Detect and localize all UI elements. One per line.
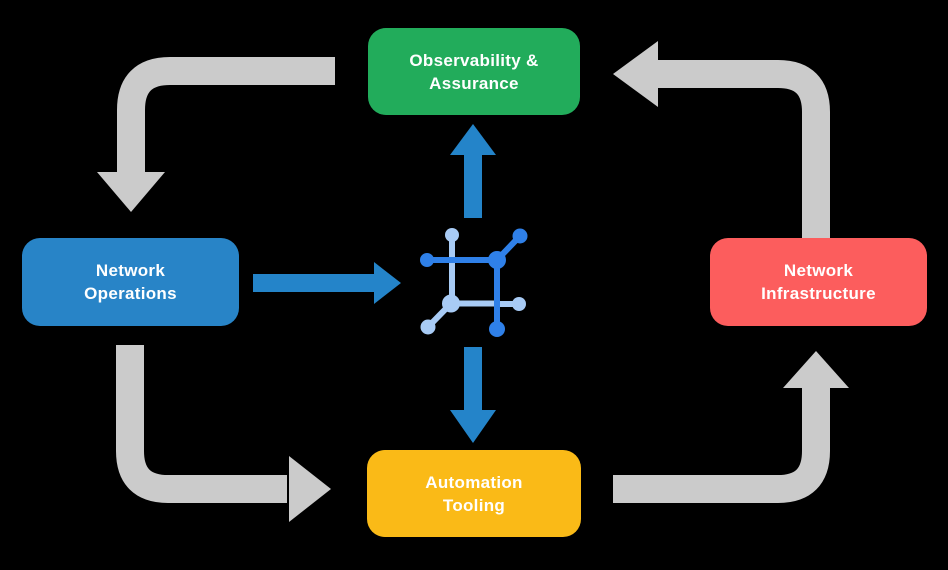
node-observability-assurance-label: Observability & Assurance <box>409 50 539 93</box>
arrow-center-to-automation <box>450 347 496 443</box>
node-network-infrastructure: Network Infrastructure <box>710 238 927 326</box>
node-automation-tooling: Automation Tooling <box>367 450 581 537</box>
node-observability-assurance: Observability & Assurance <box>368 28 580 115</box>
arrow-infrastructure-to-observability <box>613 41 830 238</box>
node-network-infrastructure-label: Network Infrastructure <box>761 261 876 303</box>
node-automation-tooling-label: Automation Tooling <box>425 472 523 515</box>
arrow-center-to-observability <box>450 124 496 218</box>
arrow-observability-to-operations <box>97 57 335 212</box>
arrow-operations-to-automation <box>116 345 331 522</box>
network-mesh-icon-dark-part <box>420 228 528 337</box>
arrow-automation-to-infrastructure <box>613 351 849 503</box>
network-mesh-icon <box>420 228 528 337</box>
node-network-operations: Network Operations <box>22 238 239 326</box>
network-mesh-icon-light-part <box>420 228 526 335</box>
node-network-operations-label: Network Operations <box>84 261 177 303</box>
arrow-operations-to-center <box>253 262 401 304</box>
